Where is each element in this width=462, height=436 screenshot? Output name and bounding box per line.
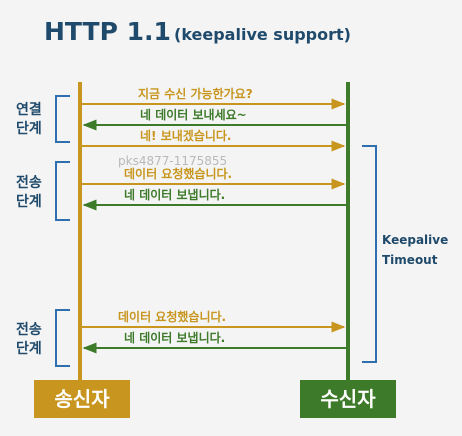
phase-label-line1: 전송 xyxy=(16,174,42,191)
phase-bracket-transfer-2 xyxy=(55,309,70,367)
title-sub: (keepalive support) xyxy=(174,25,351,44)
timeout-bracket xyxy=(362,145,377,363)
message-label: 네 데이터 보냅니다. xyxy=(124,330,225,345)
message-label: 네! 보내겠습니다. xyxy=(140,128,232,143)
phase-label-line1: 연결 xyxy=(16,101,42,118)
timeout-label-line2: Timeout xyxy=(382,253,438,267)
receiver-box xyxy=(300,380,396,418)
message-label: 데이터 요청했습니다. xyxy=(124,166,232,181)
message-label: 네 데이터 보내세요~ xyxy=(140,107,247,122)
message-label: 데이터 요청했습니다. xyxy=(118,309,226,324)
phase-label-line2: 단계 xyxy=(16,120,42,137)
timeout-label-line1: Keepalive xyxy=(382,233,448,247)
phase-bracket-transfer-1 xyxy=(55,161,70,221)
receiver-label: 수신자 xyxy=(320,387,376,411)
message-label: 지금 수신 가능한가요? xyxy=(138,86,253,101)
message-label: 네 데이터 보냅니다. xyxy=(124,187,225,202)
sender-box xyxy=(34,380,130,418)
phase-label-line2: 단계 xyxy=(16,340,42,357)
watermark: pks4877-1175855 xyxy=(118,154,227,168)
title-main: HTTP 1.1 xyxy=(44,17,171,46)
phase-label-line1: 전송 xyxy=(16,321,42,338)
phase-bracket-connect xyxy=(55,95,70,143)
phase-label-line2: 단계 xyxy=(16,193,42,210)
sender-label: 송신자 xyxy=(54,387,110,411)
